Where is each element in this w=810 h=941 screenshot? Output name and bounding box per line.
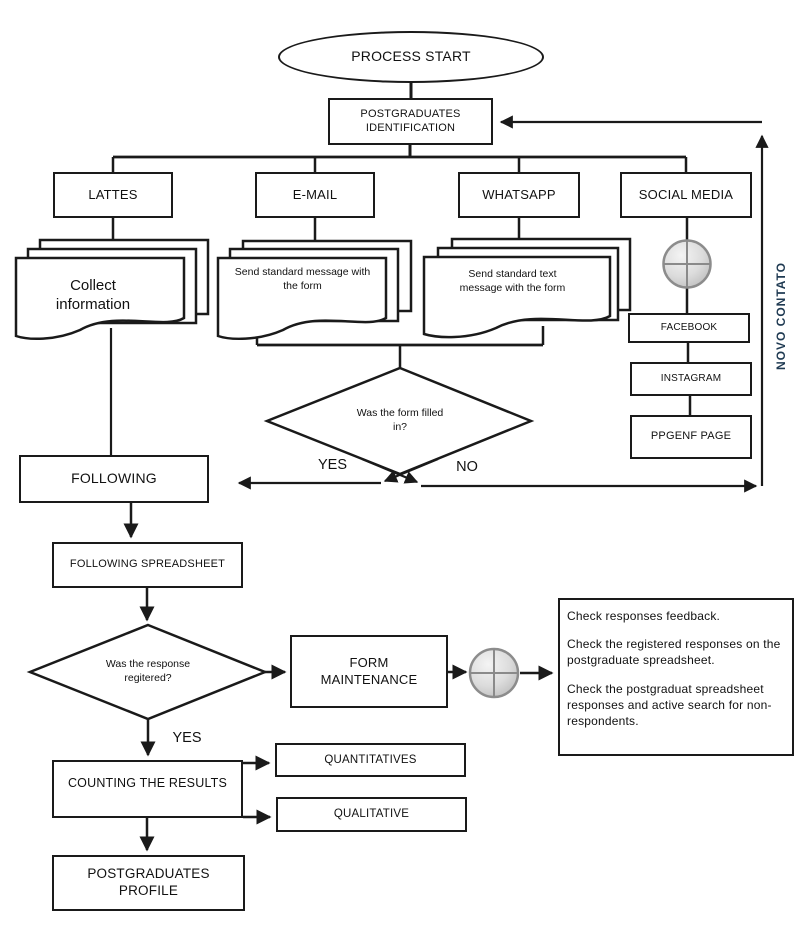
instagram-node: INSTAGRAM	[630, 362, 752, 396]
form-maintenance-label: FORM MAINTENANCE	[320, 655, 418, 687]
qualitative-label: QUALITATIVE	[333, 808, 410, 821]
counting-results-node: COUNTING THE RESULTS	[52, 760, 243, 818]
facebook-node: FACEBOOK	[628, 313, 750, 343]
connector-decision1-yes-diagonal	[383, 457, 439, 483]
collect-documents-shape	[14, 238, 210, 341]
whatsapp-message-label: Send standard text message with the form	[459, 268, 566, 294]
connector-decision1-no-diagonal	[361, 457, 419, 484]
qualitative-node: QUALITATIVE	[276, 797, 467, 832]
postgraduates-identification-label: POSTGRADUATES IDENTIFICATION	[360, 107, 461, 134]
email-documents-shape	[216, 239, 413, 341]
decision-response-registered-diamond	[26, 623, 269, 721]
decision-form-filled-question: Was the form filled in?	[356, 407, 444, 433]
start-node: PROCESS START	[278, 31, 544, 83]
note-line-2: Check the registered responses on the po…	[567, 637, 781, 668]
channel-social-media-node: SOCIAL MEDIA	[620, 172, 752, 218]
postgraduates-profile-node: POSTGRADUATES PROFILE	[52, 855, 245, 911]
email-label: E-MAIL	[292, 186, 338, 202]
quantitatives-label: QUANTITATIVES	[324, 753, 417, 766]
novo-contato-label: NOVO CONTATO	[774, 262, 788, 370]
ppgenf-page-node: PPGENF PAGE	[630, 415, 752, 459]
following-node: FOLLOWING	[19, 455, 209, 503]
postgraduates-identification-node: POSTGRADUATES IDENTIFICATION	[328, 98, 493, 145]
instagram-label: INSTAGRAM	[660, 372, 722, 384]
following-spreadsheet-node: FOLLOWING SPREADSHEET	[52, 542, 243, 588]
lattes-label: LATTES	[88, 186, 138, 202]
channel-email-node: E-MAIL	[255, 172, 375, 218]
maintenance-notes: Check responses feedback. Check the regi…	[558, 598, 794, 756]
start-label: PROCESS START	[351, 48, 471, 65]
collect-information-label: Collect information	[55, 276, 131, 314]
decision-response-question: Was the response regitered?	[105, 658, 191, 684]
channel-whatsapp-node: WHATSAPP	[458, 172, 580, 218]
ppgenf-page-label: PPGENF PAGE	[650, 430, 732, 443]
social-media-label: SOCIAL MEDIA	[638, 186, 734, 202]
note-line-3: Check the postgraduat spreadsheet respon…	[567, 681, 772, 728]
postgraduates-profile-label: POSTGRADUATES PROFILE	[87, 866, 210, 898]
email-message-label: Send standard message with the form	[234, 266, 371, 292]
note-line-1: Check responses feedback.	[567, 609, 721, 623]
plus-circle-icon	[468, 647, 520, 699]
channel-lattes-node: LATTES	[53, 172, 173, 218]
whatsapp-documents-shape	[422, 237, 632, 339]
counting-results-label: COUNTING THE RESULTS	[67, 776, 228, 790]
form-maintenance-node: FORM MAINTENANCE	[290, 635, 448, 708]
decision-form-no-label: NO	[456, 458, 478, 475]
following-spreadsheet-label: FOLLOWING SPREADSHEET	[69, 558, 226, 571]
decision-form-yes-label: YES	[317, 456, 347, 473]
following-label: FOLLOWING	[71, 470, 157, 487]
decision-response-yes-label: YES	[172, 729, 202, 746]
quantitatives-node: QUANTITATIVES	[275, 743, 466, 777]
facebook-label: FACEBOOK	[660, 321, 718, 333]
whatsapp-label: WHATSAPP	[482, 186, 556, 202]
plus-circle-icon	[662, 239, 712, 289]
